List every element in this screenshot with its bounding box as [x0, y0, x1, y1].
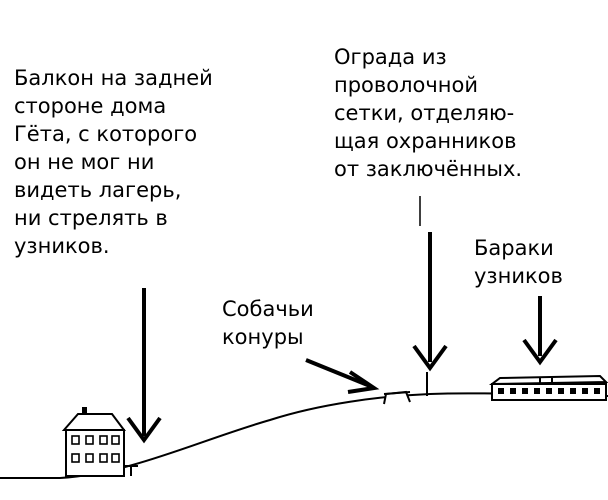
kennels-label-line: Собачьи: [222, 297, 314, 321]
kennels-label: Собачьи конуры: [222, 295, 314, 351]
fence-label-line: проволочной: [334, 73, 479, 97]
fence-label-line: Ограда из: [334, 45, 447, 69]
balcony-label-line: Гёта, с которого: [14, 122, 198, 146]
balcony-label-line: ни стрелять в: [14, 206, 168, 230]
fence-label-line: сетки, отделяю-: [334, 101, 515, 125]
balcony-label-line: он не мог ни: [14, 150, 155, 174]
barracks-label-line: Бараки: [474, 236, 554, 260]
fence-label: Ограда из проволочной сетки, отделяю- ща…: [334, 43, 522, 183]
balcony-label: Балкон на задней стороне дома Гёта, с ко…: [14, 64, 213, 260]
fence-label-line: щая охранников: [334, 129, 517, 153]
goeth-house-icon: [61, 407, 138, 477]
kennels-label-line: конуры: [222, 325, 304, 349]
balcony-label-line: стороне дома: [14, 94, 167, 118]
balcony-label-line: видеть лагерь,: [14, 178, 182, 202]
fence-arrow: [412, 196, 448, 372]
barracks-arrow: [522, 296, 558, 366]
barracks-label-line: узников: [474, 264, 563, 288]
dog-kennels-icon: [383, 390, 411, 405]
barracks-label: Бараки узников: [474, 234, 563, 290]
balcony-label-line: Балкон на задней: [14, 66, 213, 90]
balcony-label-line: узников.: [14, 234, 110, 258]
fence-label-line: от заключённых.: [334, 157, 523, 181]
kennels-arrow: [305, 358, 380, 394]
barracks-icon: [488, 374, 608, 401]
balcony-arrow: [126, 288, 162, 444]
